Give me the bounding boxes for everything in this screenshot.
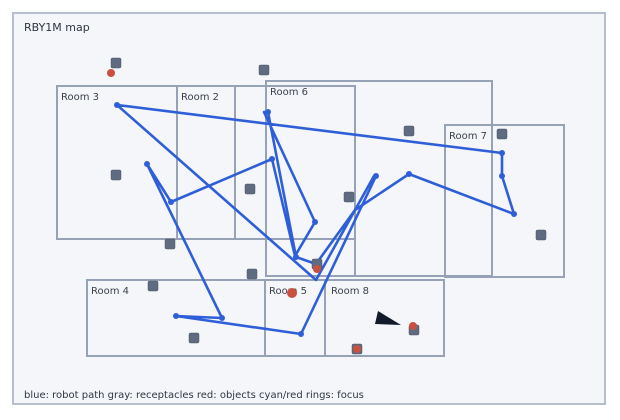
waypoint	[265, 109, 271, 115]
object-marker[interactable]	[409, 322, 417, 330]
robot-layer	[375, 311, 401, 325]
receptacle-marker[interactable]	[147, 280, 159, 292]
receptacle-marker[interactable]	[403, 125, 415, 137]
waypoint	[406, 171, 412, 177]
object-marker[interactable]	[353, 345, 361, 353]
receptacle-marker[interactable]	[535, 229, 547, 241]
waypoint	[499, 150, 505, 156]
object-marker[interactable]	[313, 265, 321, 273]
receptacle-marker[interactable]	[258, 64, 270, 76]
receptacle-marker[interactable]	[110, 57, 122, 69]
room-3-label: Room 3	[61, 92, 99, 103]
room-7-outline[interactable]	[444, 124, 565, 278]
map-legend: blue: robot path gray: receptacles red: …	[24, 390, 364, 401]
map-title: RBY1M map	[24, 21, 90, 34]
object-marker[interactable]	[287, 288, 297, 298]
waypoint	[298, 331, 304, 337]
receptacle-marker[interactable]	[164, 238, 176, 250]
waypoint	[173, 313, 179, 319]
room-8-label: Room 8	[331, 286, 369, 297]
room-2-label: Room 2	[181, 92, 219, 103]
waypoint	[511, 211, 517, 217]
waypoint	[312, 219, 318, 225]
objects-layer	[107, 69, 417, 353]
waypoint	[293, 254, 299, 260]
receptacle-marker[interactable]	[110, 169, 122, 181]
waypoint	[269, 156, 275, 162]
waypoint	[373, 173, 379, 179]
room-7-label: Room 7	[449, 131, 487, 142]
object-marker[interactable]	[107, 69, 115, 77]
receptacle-marker[interactable]	[343, 191, 355, 203]
waypoint	[499, 173, 505, 179]
receptacle-marker[interactable]	[188, 332, 200, 344]
robot-path	[115, 103, 516, 336]
receptacle-marker[interactable]	[246, 268, 258, 280]
receptacle-marker[interactable]	[496, 128, 508, 140]
room-4-label: Room 4	[91, 286, 129, 297]
waypoint	[168, 199, 174, 205]
room-6-label: Room 6	[270, 87, 308, 98]
waypoint	[219, 315, 225, 321]
room-2-outline[interactable]	[176, 85, 236, 240]
waypoint	[114, 102, 120, 108]
room-2b-outline	[234, 85, 356, 240]
waypoint	[144, 161, 150, 167]
room-8-outline[interactable]	[324, 279, 445, 357]
receptacle-marker[interactable]	[244, 183, 256, 195]
robot-icon[interactable]	[375, 311, 401, 325]
